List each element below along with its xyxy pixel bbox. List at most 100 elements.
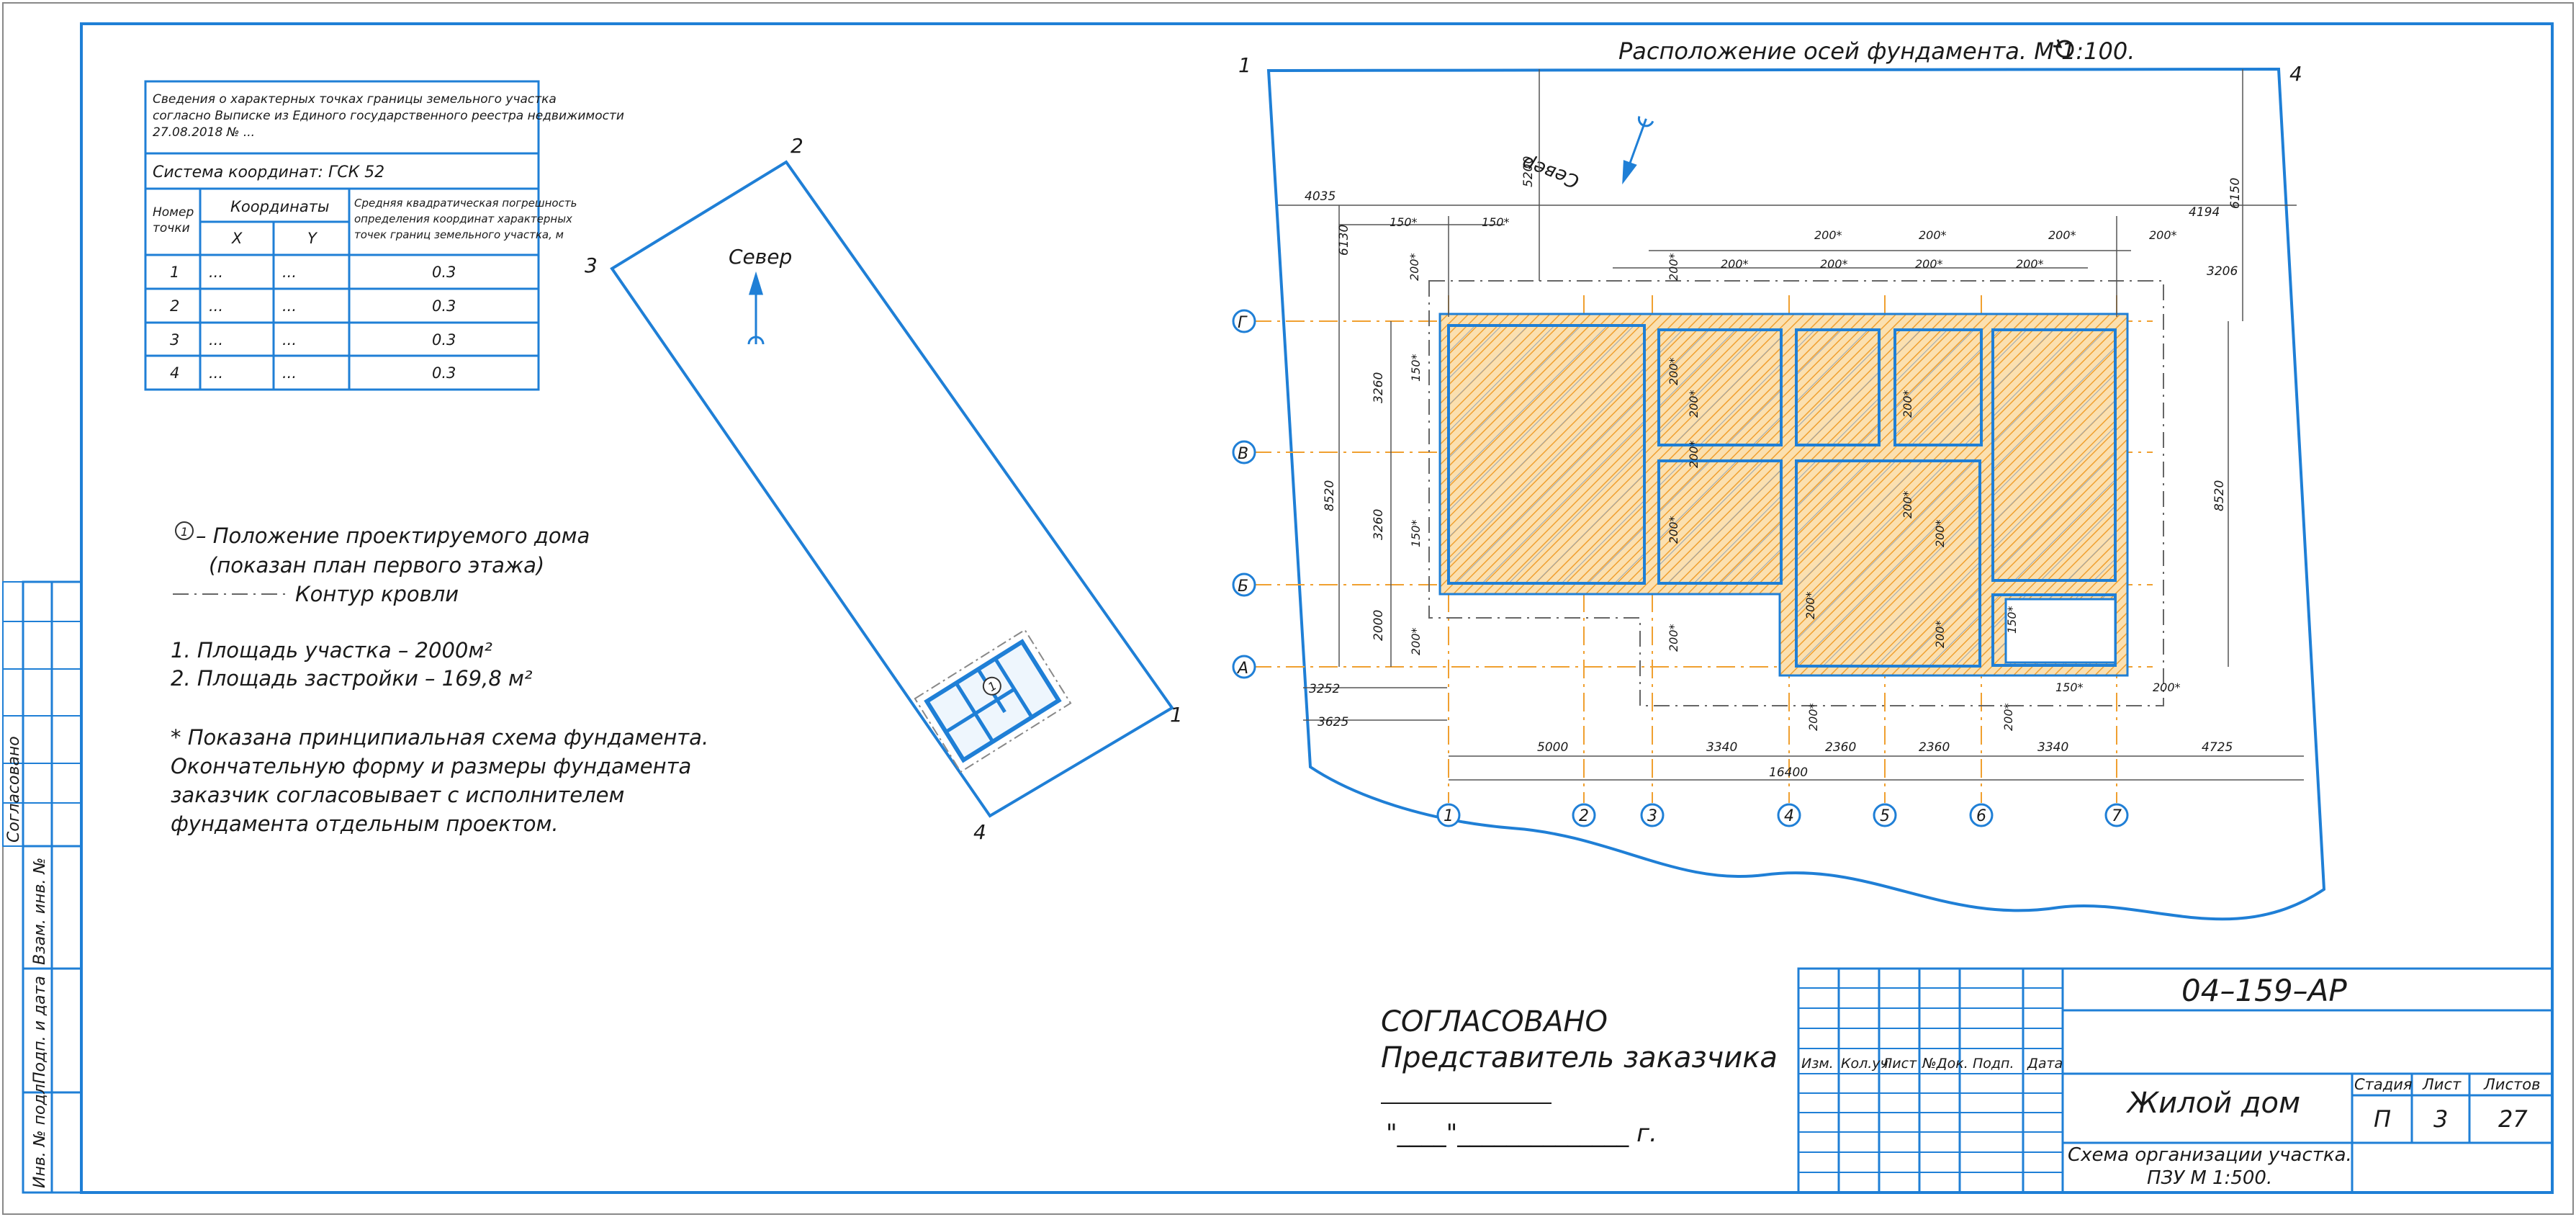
- coord-h-point-2: точки: [153, 221, 190, 235]
- dim-200-q: 200*: [1667, 624, 1680, 652]
- dim-16400: 16400: [1769, 765, 1808, 780]
- dim-3340b: 3340: [2037, 740, 2068, 755]
- col-axis-label-6: 6: [1976, 807, 1986, 825]
- dim-4035: 4035: [1305, 189, 1336, 204]
- dim-200-k: 200*: [1409, 627, 1423, 655]
- stamp-h-stadia: Стадия: [2354, 1076, 2413, 1093]
- side-vzam-inv: Взам. инв. №: [31, 858, 49, 965]
- foundation-rooms: [1447, 324, 2117, 668]
- site-corner-4: 4: [973, 820, 986, 844]
- dim-150-d: 150*: [1409, 354, 1423, 382]
- stamp-object: Жилой дом: [2125, 1087, 2300, 1120]
- stamp-sheet-name-1: Схема организации участка.: [2068, 1144, 2352, 1166]
- side-soglasovano: Согласовано: [5, 736, 23, 843]
- dim-200-g: 200*: [2048, 228, 2076, 242]
- dim-200-s: 200*: [1806, 703, 1820, 731]
- site-boundary: [610, 160, 1174, 818]
- col-axis-label-1: 1: [1444, 807, 1454, 825]
- stamp-h-data: Дата: [2027, 1056, 2063, 1072]
- dim-200-a: 200*: [1721, 257, 1749, 271]
- plan-corner-4: 4: [2289, 62, 2302, 86]
- coord-title-2: согласно Выписке из Единого государствен…: [153, 109, 624, 123]
- coord-h-err-1: Средняя квадратическая погрешность: [354, 197, 577, 210]
- site-corner-1: 1: [1170, 703, 1183, 727]
- plan-title: Расположение осей фундамента. М 1:100.: [1618, 37, 2135, 65]
- roof-contour: [1428, 280, 2164, 706]
- coord-h-y: Y: [307, 230, 318, 247]
- coord-row-1-x: ...: [209, 264, 223, 281]
- coord-h-coords: Координаты: [230, 198, 330, 215]
- note-area-site: 1. Площадь участка – 2000м²: [171, 638, 492, 663]
- approval-block: СОГЛАСОВАНО Представитель заказчика "___…: [1381, 1005, 1778, 1148]
- side-inv-podl: Инв. № подл.: [31, 1079, 49, 1188]
- site-plot: 2 3 1 4 Север 1: [585, 134, 1183, 844]
- note-star-4: фундамента отдельным проектом.: [171, 812, 559, 836]
- dim-200-r: 200*: [1803, 591, 1817, 619]
- approval-date-line: "____"______________ г.: [1386, 1119, 1657, 1148]
- coord-row-2-y: ...: [282, 297, 297, 315]
- dim-4194: 4194: [2189, 205, 2220, 220]
- legend-line-3: Контур кровли: [295, 582, 459, 606]
- dim-3260a: 3260: [1372, 372, 1386, 403]
- stamp-stadia: П: [2374, 1105, 2391, 1133]
- approval-line-2: Представитель заказчика: [1381, 1041, 1778, 1074]
- dim-6150: 6150: [2228, 178, 2243, 209]
- coord-h-x: X: [231, 230, 243, 247]
- side-stamp-grid: [2, 581, 81, 847]
- coord-row-4-n: 4: [170, 364, 179, 382]
- note-star-3: заказчик согласовывает с исполнителем: [171, 783, 624, 807]
- legend-marker-circle: [175, 521, 194, 540]
- coord-row-1-y: ...: [282, 264, 297, 281]
- dim-200-f: 200*: [2016, 257, 2044, 271]
- stamp-h-list: Лист: [1881, 1056, 1917, 1072]
- dim-200-i: 200*: [2153, 681, 2181, 694]
- foundation-plan: Расположение осей фундамента. М 1:100. 1…: [1232, 37, 2326, 921]
- dim-4725: 4725: [2202, 740, 2233, 755]
- dim-200-u: 200*: [1901, 490, 1914, 518]
- coord-row-3-n: 3: [170, 331, 179, 349]
- coord-title-1: Сведения о характерных точках границы зе…: [153, 92, 557, 107]
- stamp-listov: 27: [2498, 1105, 2528, 1133]
- row-axis-label-b: Б: [1238, 578, 1248, 596]
- side-podp-data: Подп. и дата: [31, 976, 49, 1084]
- site-house: 1: [914, 629, 1072, 773]
- dim-3625: 3625: [1318, 715, 1348, 729]
- dim-8520-right: 8520: [2212, 480, 2227, 511]
- dim-6130: 6130: [1337, 225, 1351, 256]
- coord-row-3-x: ...: [209, 331, 223, 349]
- notes: 1 – Положение проектируемого дома (показ…: [171, 521, 708, 836]
- approval-line-1: СОГЛАСОВАНО: [1381, 1005, 1608, 1038]
- dim-200-w: 200*: [1933, 620, 1947, 648]
- dim-2000: 2000: [1372, 610, 1386, 641]
- row-axis-label-v: В: [1238, 445, 1248, 463]
- dim-3340a: 3340: [1706, 740, 1737, 755]
- dim-150-a: 150*: [1390, 215, 1418, 229]
- dim-200-x: 200*: [2001, 703, 2015, 731]
- dim-150-c: 150*: [2055, 681, 2084, 694]
- dim-200-l: 200*: [1667, 253, 1680, 281]
- col-axis-label-2: 2: [1579, 807, 1589, 825]
- dim-8520-left: 8520: [1323, 480, 1337, 511]
- coord-h-point-1: Номер: [153, 205, 194, 220]
- site-north-arrow-icon: [747, 271, 765, 345]
- note-star-1: * Показана принципиальная схема фундамен…: [171, 725, 708, 750]
- coord-row-1-n: 1: [170, 264, 179, 281]
- dim-3206: 3206: [2207, 264, 2238, 279]
- stamp-h-koluch: Кол.уч: [1841, 1056, 1888, 1072]
- dim-3252: 3252: [1309, 682, 1340, 696]
- dim-200-e: 200*: [1915, 257, 1943, 271]
- coord-row-4-err: 0.3: [432, 364, 456, 382]
- site-north-label: Север: [729, 245, 792, 269]
- row-axis-label-g: Г: [1238, 314, 1248, 332]
- coord-system: Система координат: ГСК 52: [153, 163, 384, 181]
- plan-corner-1: 1: [1238, 53, 1251, 77]
- dim-3260b: 3260: [1372, 509, 1386, 540]
- dim-200-d: 200*: [1919, 228, 1947, 242]
- col-axis-label-7: 7: [2112, 807, 2122, 825]
- stamp-h-listov: Листов: [2483, 1076, 2540, 1093]
- stamp-h-list2: Лист: [2422, 1076, 2462, 1093]
- dim-200-j: 200*: [1408, 253, 1421, 281]
- site-corner-2: 2: [791, 134, 803, 158]
- legend-line-2: (показан план первого этажа): [209, 553, 544, 578]
